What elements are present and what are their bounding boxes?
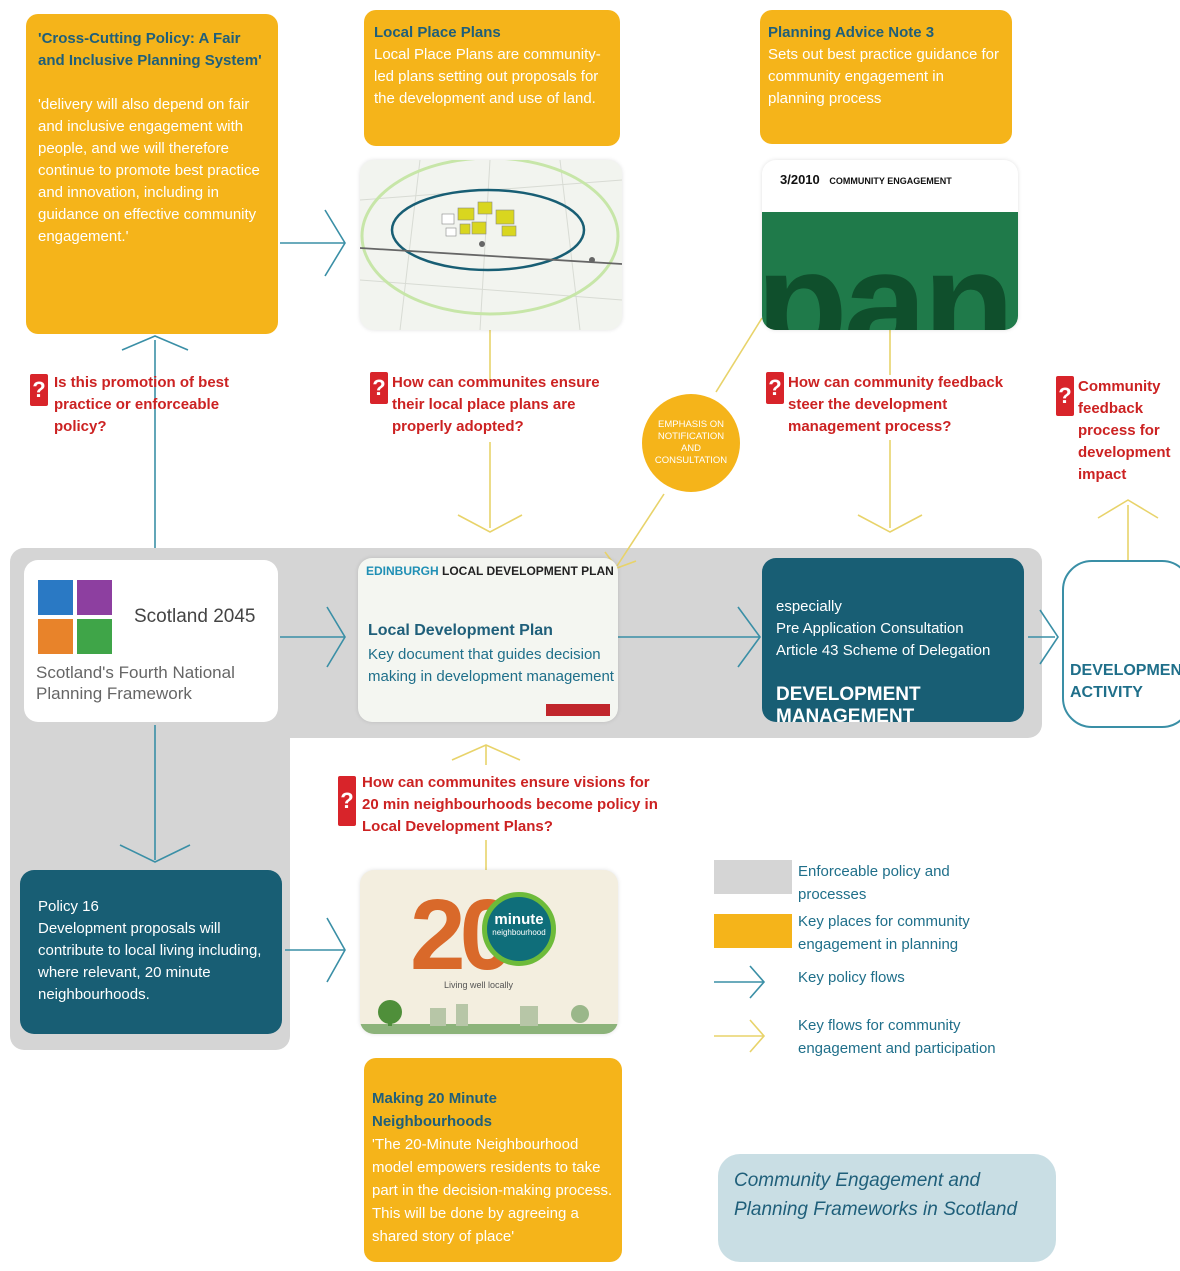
legend: Enforceable policy and processes Key pla… bbox=[714, 860, 1044, 1070]
emphasis-circle: EMPHASIS ON NOTIFICATION AND CONSULTATIO… bbox=[642, 394, 740, 492]
dm-line-especially: especially bbox=[776, 598, 842, 615]
development-management-box: especially Pre Application Consultation … bbox=[762, 558, 1024, 727]
question-mark-icon: ? bbox=[30, 374, 48, 406]
minute-word: minute bbox=[494, 911, 544, 928]
minute-badge: minute neighbourhood bbox=[482, 892, 556, 966]
question-mark-icon: ? bbox=[766, 372, 784, 404]
making-20-title: Making 20 Minute Neighbourhoods bbox=[372, 1090, 498, 1130]
globe-icon bbox=[38, 580, 73, 615]
pan3-title: Planning Advice Note 3 bbox=[768, 24, 935, 41]
npf4-box: Scotland 2045 Scotland's Fourth National… bbox=[24, 560, 278, 722]
community-icon bbox=[38, 619, 73, 654]
development-activity-label: DEVELOPMENT ACTIVITY bbox=[1070, 662, 1180, 701]
npf4-subtitle: Scotland's Fourth National Planning Fram… bbox=[36, 663, 235, 703]
pan3-cover-code: 3/2010 bbox=[780, 172, 820, 187]
nature-icon bbox=[77, 619, 112, 654]
making-20-body: 'The 20-Minute Neighbourhood model empow… bbox=[372, 1136, 613, 1245]
legend-label-enforceable: Enforceable policy and processes bbox=[798, 863, 950, 903]
dm-line-pac: Pre Application Consultation bbox=[776, 620, 964, 637]
question-lpp-adopted: How can communites ensure their local pl… bbox=[392, 374, 600, 435]
npf4-title: Scotland 2045 bbox=[134, 606, 256, 627]
question-mark-icon: ? bbox=[370, 372, 388, 404]
cross-cutting-title: 'Cross-Cutting Policy: A Fair and Inclus… bbox=[38, 30, 262, 69]
council-logo bbox=[546, 704, 610, 716]
diagram-title-box: Community Engagement and Planning Framew… bbox=[718, 1154, 1056, 1262]
lpp-title: Local Place Plans bbox=[374, 24, 501, 41]
lpp-body: Local Place Plans are community-led plan… bbox=[374, 46, 601, 107]
ldp-title: Local Development Plan bbox=[368, 622, 553, 639]
pan3-cover-word: pan bbox=[762, 219, 1015, 330]
diagram-title: Community Engagement and Planning Framew… bbox=[734, 1170, 1018, 1220]
question-mark-icon: ? bbox=[338, 776, 356, 826]
dm-line-article43: Article 43 Scheme of Delegation bbox=[776, 642, 991, 659]
flower-icon bbox=[77, 580, 112, 615]
trees-silhouette-icon bbox=[360, 1000, 618, 1034]
question-20min-policy: How can communites ensure visions for 20… bbox=[362, 774, 658, 835]
local-place-plans-box: Local Place Plans Local Place Plans are … bbox=[364, 10, 620, 146]
npf4-logo bbox=[38, 580, 112, 654]
cross-cutting-body: 'delivery will also depend on fair and i… bbox=[38, 96, 260, 245]
legend-swatch-yellow bbox=[714, 914, 792, 948]
ldp-banner-city: EDINBURGH bbox=[366, 564, 439, 578]
pan3-body: Sets out best practice guidance for comm… bbox=[768, 46, 999, 107]
question-best-practice: Is this promotion of best practice or en… bbox=[54, 374, 229, 435]
lpp-map-image bbox=[360, 160, 622, 330]
development-activity-box: DEVELOPMENT ACTIVITY bbox=[1062, 560, 1180, 728]
legend-label-community-flows: Key flows for community engagement and p… bbox=[798, 1017, 996, 1057]
question-feedback-impact: Community feedback process for developme… bbox=[1078, 378, 1171, 483]
legend-label-community: Key places for community engagement in p… bbox=[798, 913, 970, 953]
arrow-pan3-to-ldp bbox=[715, 317, 763, 393]
question-mark-icon: ? bbox=[1056, 376, 1074, 416]
legend-label-policy-flows: Key policy flows bbox=[798, 969, 905, 986]
cross-cutting-policy-box: 'Cross-Cutting Policy: A Fair and Inclus… bbox=[26, 14, 278, 334]
pan3-cover-heading: COMMUNITY ENGAGEMENT bbox=[829, 176, 952, 186]
ldp-box: EDINBURGH LOCAL DEVELOPMENT PLAN Local D… bbox=[358, 558, 618, 722]
ldp-banner-rest: LOCAL DEVELOPMENT PLAN bbox=[442, 564, 614, 578]
dm-title: DEVELOPMENT MANAGEMENT bbox=[776, 684, 921, 727]
making-20-box: Making 20 Minute Neighbourhoods 'The 20-M… bbox=[364, 1058, 622, 1262]
twenty-tagline: Living well locally bbox=[444, 980, 514, 990]
neighbourhood-word: neighbourhood bbox=[492, 928, 546, 937]
twenty-minute-image: 20 minute neighbourhood Living well loca… bbox=[360, 870, 618, 1034]
emphasis-text: EMPHASIS ON NOTIFICATION AND CONSULTATIO… bbox=[654, 419, 728, 466]
ldp-body: Key document that guides decision making… bbox=[368, 646, 614, 685]
policy16-box: Policy 16 Development proposals will con… bbox=[20, 870, 282, 1034]
question-feedback-steer: How can community feedback steer the dev… bbox=[788, 374, 1004, 435]
pan3-box: Planning Advice Note 3 Sets out best pra… bbox=[760, 10, 1012, 144]
legend-swatch-grey bbox=[714, 860, 792, 894]
legend-community-arrow-icon bbox=[714, 1019, 766, 1053]
pan3-cover-image: 3/2010 COMMUNITY ENGAGEMENT pan bbox=[762, 160, 1018, 330]
legend-policy-arrow-icon bbox=[714, 965, 766, 999]
